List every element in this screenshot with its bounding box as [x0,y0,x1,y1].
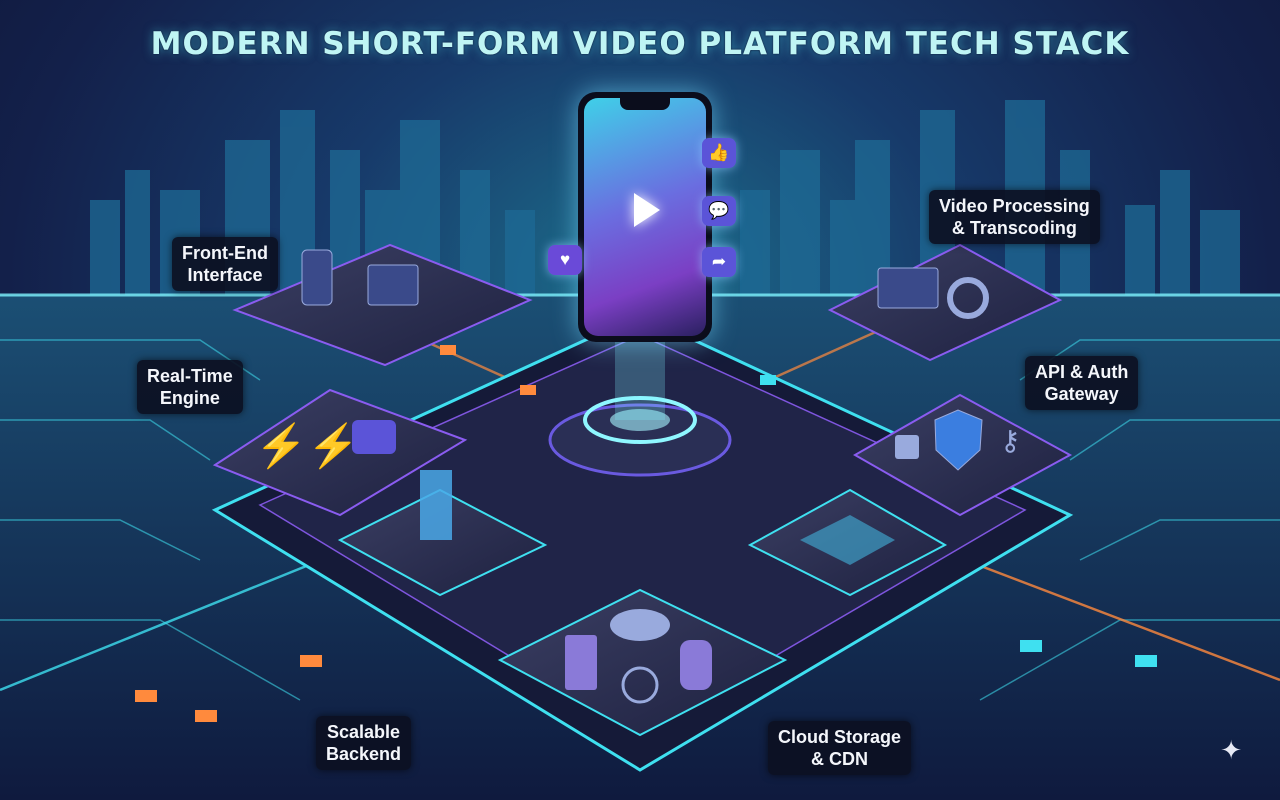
label-line: Gateway [1044,384,1119,404]
comment-icon: 💬 [702,196,736,226]
label-line: Scalable [327,722,401,742]
label-line: Front-End [182,243,268,263]
label-line: Video Processing [939,196,1090,216]
chat-icon [352,420,396,454]
phone-notch [620,98,670,110]
database-icon [680,640,712,690]
platform-api-gateway: ⚷ [852,393,1073,517]
processor-chip-icon [800,515,895,565]
platform-chip [747,488,948,597]
data-packets [135,345,1157,722]
lock-icon [895,435,919,459]
globe-icon [621,666,659,704]
label-video-processing: Video Processing& Transcoding [929,190,1100,244]
film-icon [877,267,939,309]
platform-front-end [232,243,533,367]
like-icon: 👍 [702,138,736,168]
browser-window-icon [367,264,419,306]
sparkle-watermark-icon: ✦ [1220,735,1242,765]
lightning-icon: ⚡⚡ [255,421,360,471]
label-line: API & Auth [1035,362,1129,382]
label-line: & CDN [811,749,868,769]
central-hub-ring [548,330,732,477]
label-line: Real-Time [147,366,233,386]
label-line: Backend [326,744,402,764]
cloud-icon [610,609,670,641]
server-rack-icon [565,635,597,690]
key-icon: ⚷ [1000,425,1021,456]
platform-backend [337,470,548,597]
platform-cloud [497,588,788,737]
gear-icon [947,277,989,319]
shield-icon [934,409,983,471]
page-title: MODERN SHORT-FORM VIDEO PLATFORM TECH ST… [150,26,1130,62]
smartphone-mockup [578,92,712,342]
platform-video-processing [827,243,1063,362]
platform-real-time: ⚡⚡ [212,388,468,517]
label-cloud: Cloud Storage& CDN [768,721,912,775]
label-line: Engine [159,388,220,408]
mobile-device-icon [301,249,333,306]
heart-icon: ♥ [548,245,582,275]
phone-screen [584,98,706,336]
label-line: Cloud Storage [778,727,902,747]
server-tower-icon [420,470,452,540]
label-line: Interface [187,265,263,285]
play-icon [634,193,660,227]
label-line: & Transcoding [951,218,1077,238]
share-icon: ➦ [702,247,736,277]
